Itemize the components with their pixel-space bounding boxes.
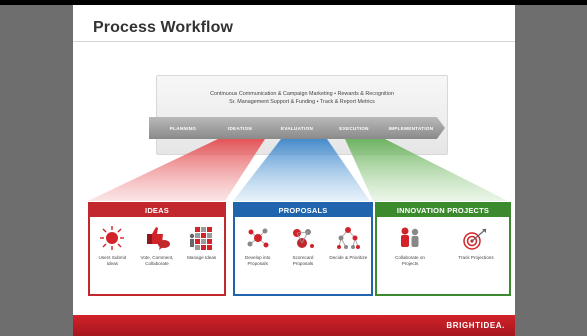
proposals-item-scorecard: Scorecard Proposals — [284, 224, 322, 266]
banner-line-2: Sr. Management Support & Funding • Track… — [229, 99, 375, 105]
footer-bar: BRIGHTIDEA. — [73, 315, 515, 336]
title-divider — [73, 41, 515, 42]
ideas-item-label: Vote, Comment, Collaborate — [140, 255, 174, 266]
brand-logo: BRIGHTIDEA. — [446, 321, 505, 330]
projects-item-label: Collaborate on Projects — [395, 255, 425, 266]
stage-planning: PLANNING — [149, 117, 217, 139]
stage-evaluation: EVALUATION — [263, 117, 331, 139]
ideas-item-submit: Users Submit Ideas — [93, 224, 131, 266]
burst-icon — [100, 226, 125, 250]
scorecard-icon — [292, 229, 314, 248]
proposals-box: PROPOSALS Develop into Proposals — [233, 202, 373, 296]
proposals-item-develop: Develop into Proposals — [239, 224, 277, 266]
ideas-item-vote: Vote, Comment, Collaborate — [138, 224, 176, 266]
people-icon — [401, 227, 419, 247]
proposals-item-decide: Decide & Prioritize — [329, 224, 367, 266]
grid-manage-icon — [189, 227, 212, 250]
network-icon — [247, 228, 269, 248]
decision-tree-icon — [337, 227, 361, 249]
ideas-item-manage: Manage Ideas — [183, 224, 221, 266]
ideas-beam — [88, 139, 265, 201]
projects-item-collaborate: Collaborate on Projects — [391, 224, 429, 266]
projects-item-label: Track Projections — [458, 255, 494, 260]
ideas-box: IDEAS Users Submit Ideas — [88, 202, 226, 296]
proposals-box-title: PROPOSALS — [235, 204, 371, 217]
ideas-item-label: Users Submit Ideas — [98, 255, 127, 266]
proposals-item-label: Decide & Prioritize — [329, 255, 368, 260]
projects-box: INNOVATION PROJECTS Collaborate on Proje… — [375, 202, 511, 296]
proposals-item-label: Scorecard Proposals — [292, 255, 314, 266]
stage-ideation: IDEATION — [206, 117, 274, 139]
proposals-item-label: Develop into Proposals — [244, 255, 271, 266]
projects-item-track: Track Projections — [457, 224, 495, 266]
stage-implementation: IMPLEMENTATION — [377, 117, 445, 139]
stage-chevrons: PLANNING IDEATION EVALUATION EXECUTION I… — [149, 117, 449, 139]
projects-beam — [345, 139, 508, 201]
banner-line-1: Continuous Communication & Campaign Mark… — [210, 91, 394, 97]
ideas-item-label: Manage Ideas — [187, 255, 217, 260]
proposals-beam — [233, 139, 370, 201]
stage-execution: EXECUTION — [320, 117, 388, 139]
funnel-beams — [88, 139, 508, 201]
slide: Process Workflow Continuous Communicatio… — [73, 5, 515, 336]
target-icon — [463, 228, 487, 250]
projects-box-title: INNOVATION PROJECTS — [377, 204, 509, 217]
window-top-edge — [0, 0, 587, 5]
ideas-box-title: IDEAS — [90, 204, 224, 217]
slide-title: Process Workflow — [93, 19, 234, 36]
thumbs-comment-icon — [146, 227, 170, 250]
